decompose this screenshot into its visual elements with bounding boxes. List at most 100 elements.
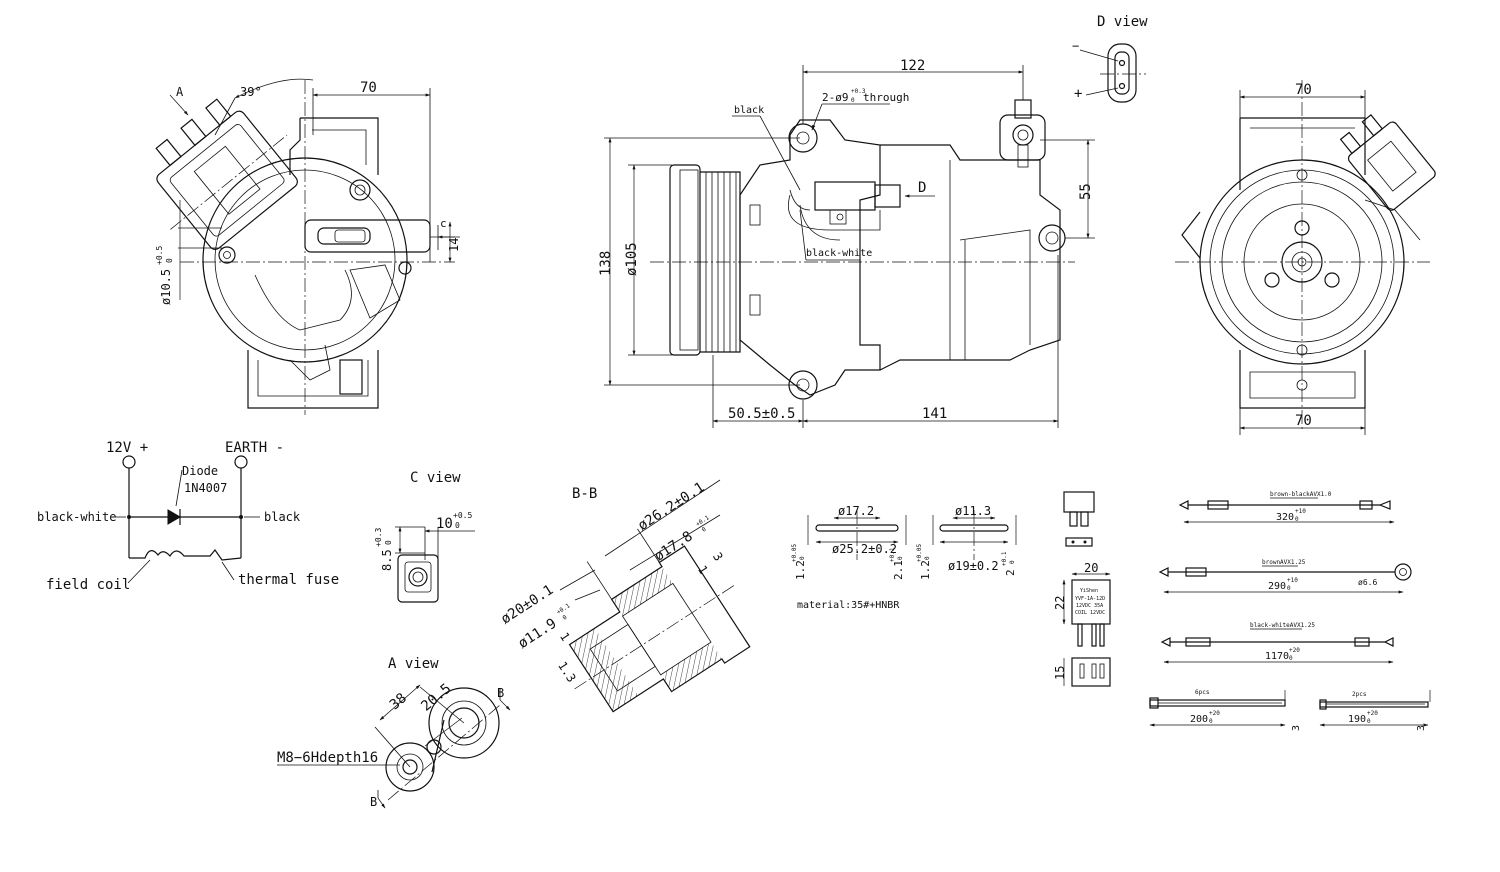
relay-l4: COIL 12VDC	[1075, 610, 1105, 616]
side-dim-105: ø105	[624, 242, 640, 276]
side-dim-141: 141	[922, 406, 947, 422]
a-dim-38: 38	[387, 690, 410, 713]
side-dim-122: 122	[900, 58, 925, 74]
tie-2-len: 190	[1348, 714, 1366, 725]
c-dim-width: 10	[436, 516, 453, 532]
relay-l2: YVF-1A-12D	[1075, 596, 1105, 602]
oring1-left-tol: +0.05	[791, 544, 798, 562]
harness-2-len: 290	[1268, 581, 1286, 592]
oring2-left-tol: +0.05	[916, 544, 923, 562]
front-boss-tol-up: +0.5	[155, 246, 164, 265]
c-view-title: C view	[410, 470, 461, 486]
relay-h: 22	[1053, 596, 1067, 610]
c-dim-width-tol: +0.5	[453, 511, 472, 520]
tie-1-tol: +20	[1209, 710, 1220, 717]
a-dim-20-5: 20.5	[418, 681, 454, 715]
harness-3-tol-low: 0	[1289, 655, 1293, 662]
d-view-title: D view	[1097, 14, 1148, 30]
relay-l1: YiShen	[1080, 588, 1098, 594]
circuit-diode: Diode	[182, 464, 218, 478]
circuit-black: black	[264, 510, 301, 524]
arrow-c-label: c	[440, 217, 447, 230]
bb-dim-17: ø17.8	[652, 528, 696, 564]
bb-dim-17-tol-low: 0	[701, 526, 708, 534]
tie-2-width: 3	[1416, 725, 1427, 731]
front-dim-70: 70	[360, 80, 377, 96]
side-dim-50-5: 50.5±0.5	[728, 406, 795, 422]
tie-1-width: 3	[1291, 725, 1302, 731]
oring1-right-tol-low: 0	[897, 556, 904, 560]
harness-2: brownAVX1.25 290 +10 0 ø6.6	[1158, 559, 1412, 594]
side-holes-suffix: through	[863, 91, 909, 104]
tie-1-qty: 6pcs	[1195, 689, 1210, 696]
relay-w: 20	[1084, 561, 1098, 575]
rear-dim-70-top: 70	[1295, 82, 1312, 98]
harness-2-tol: +10	[1287, 577, 1298, 584]
harness-3-len: 1170	[1265, 651, 1289, 662]
oring2-right-tol: +0.1	[1001, 551, 1008, 566]
tie-2-qty: 2pcs	[1352, 691, 1367, 698]
bb-section: B-B ø26.2±0.1 ø17.8 +0.1 0 ø20±0.1	[498, 479, 751, 713]
front-boss-dia: ø10.5	[159, 269, 173, 305]
side-wire-black: black	[734, 105, 764, 116]
arrow-b2-label: B	[370, 795, 377, 809]
bb-title: B-B	[572, 486, 597, 502]
bb-dim-1b: 1	[557, 630, 573, 644]
c-dim-width-tol-low: 0	[455, 521, 460, 530]
harness-1-tol: +10	[1295, 508, 1306, 515]
bb-dim-3: 3	[710, 550, 726, 564]
o-ring-1: ø17.2 ø25.2±0.2 1.2 +0.05 0 2.1 +0.1 0 m…	[791, 504, 907, 611]
a-view-title: A view	[388, 656, 439, 672]
tie-1-len: 200	[1190, 714, 1208, 725]
oring-material: material:35#+HNBR	[797, 600, 900, 611]
bb-dim-13: 1.3	[555, 659, 579, 685]
bb-dim-11-tol-low: 0	[561, 614, 568, 622]
arrow-b1-label: B	[497, 686, 504, 700]
oring1-left-thk: 1.2	[794, 560, 807, 580]
front-dim-14: 14	[447, 238, 461, 252]
tie-2-tol: +20	[1367, 710, 1378, 717]
oring2-right-tol-low: 0	[1009, 560, 1016, 564]
d-view-connector: D view − +	[1072, 14, 1148, 103]
side-wire-black-white: black-white	[806, 248, 872, 259]
circuit-thermal-fuse: thermal fuse	[238, 572, 339, 588]
cable-tie-2: 2pcs 190 +20 0 3	[1319, 690, 1431, 731]
oring1-left-tol-low: 0	[799, 556, 806, 560]
oring1-right-thk: 2.1	[892, 560, 905, 580]
front-angle-39: 39°	[240, 85, 262, 99]
c-dim-height-tol: +0.3	[374, 528, 383, 547]
circuit-field-coil: field coil	[46, 577, 130, 593]
harness-3-label: black-whiteAVX1.25	[1250, 622, 1315, 629]
rear-dim-70-bottom: 70	[1295, 413, 1312, 429]
connector-minus: −	[1072, 39, 1079, 53]
oring1-inner: ø17.2	[838, 504, 874, 518]
circuit-diode-part: 1N4007	[184, 481, 227, 495]
arrow-d-label: D	[918, 180, 926, 196]
harness-3-tol: +20	[1289, 647, 1300, 654]
oring2-left-tol-low: 0	[924, 556, 931, 560]
harness-2-label: brownAVX1.25	[1262, 559, 1306, 566]
oring2-outer: ø19±0.2	[948, 559, 999, 573]
fuse-part	[1063, 491, 1095, 547]
a-thread: M8−6Hdepth16	[277, 750, 378, 766]
front-boss-tol-low: 0	[165, 258, 174, 263]
o-ring-2: ø11.3 ø19±0.2 1.2 +0.05 0 2 +0.1 0	[916, 504, 1017, 580]
oring2-right-thk: 2	[1004, 569, 1017, 576]
oring1-outer: ø25.2±0.2	[832, 542, 897, 556]
front-view: 70 39° A c 14 ø10.5 +0.5 0	[155, 78, 461, 415]
rear-view: 70 70	[1175, 80, 1436, 435]
side-view: 122 2-ø9 +0.3 0 through black black-whit…	[598, 58, 1095, 428]
tie-1-tol-low: 0	[1209, 718, 1213, 725]
circuit-earth: EARTH -	[225, 440, 284, 456]
side-holes-tol-low: 0	[851, 97, 855, 104]
harness-1-label: brown-blackAVX1.0	[1270, 491, 1332, 498]
harness-1-len: 320	[1276, 512, 1294, 523]
relay-l3: 12VDC 35A	[1076, 603, 1103, 609]
side-dim-138: 138	[598, 251, 614, 276]
oring2-left-thk: 1.2	[919, 560, 932, 580]
circuit-diagram: 12V + EARTH - Diode 1N4007 black-white b…	[37, 440, 339, 593]
a-view: A view 38 20.5 M8−6Hdepth16 B B	[277, 656, 511, 809]
side-dim-55: 55	[1078, 183, 1094, 200]
side-holes: 2-ø9	[822, 91, 849, 104]
